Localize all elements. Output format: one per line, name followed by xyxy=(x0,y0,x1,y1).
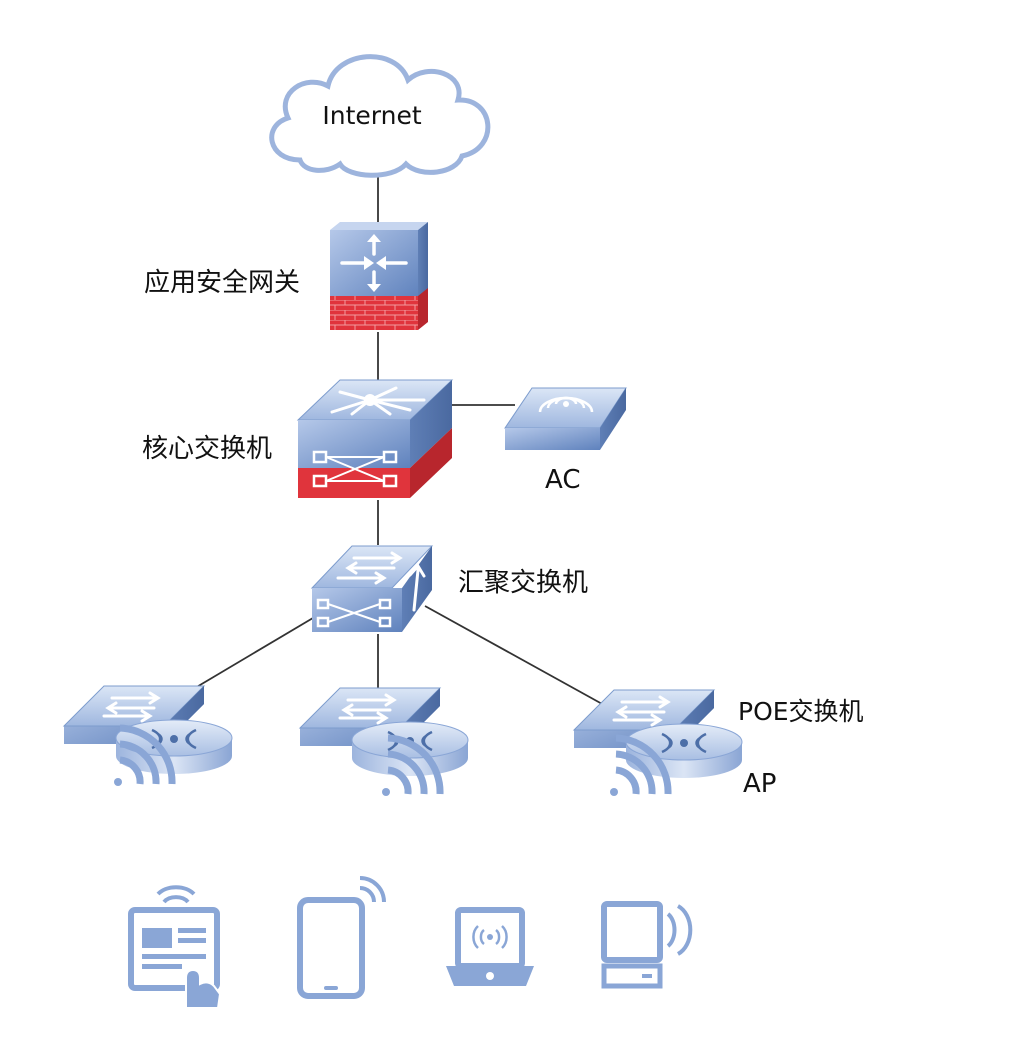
ap-label: AP xyxy=(743,769,776,799)
ac-label: AC xyxy=(545,465,580,495)
link-aggregation-poe-right xyxy=(424,605,605,706)
firewall-router-icon xyxy=(330,222,428,330)
access-point-icon xyxy=(298,686,470,778)
access-controller-icon xyxy=(504,387,627,450)
connection-lines xyxy=(194,172,605,706)
phone-icon xyxy=(297,876,386,999)
poe-switch-icon xyxy=(298,686,470,778)
aggregation-switch-icon xyxy=(310,545,434,632)
aggregation-switch-label: 汇聚交换机 xyxy=(458,568,588,598)
desktop-icon xyxy=(601,901,693,989)
core-switch-label: 核心交换机 xyxy=(142,434,272,464)
internet-label: Internet xyxy=(322,101,421,130)
gateway-label: 应用安全网关 xyxy=(144,268,300,298)
core-switch-icon xyxy=(296,379,454,498)
laptop-icon xyxy=(446,907,534,986)
poe-switch-label: POE交换机 xyxy=(738,697,864,726)
tablet-icon xyxy=(128,885,222,1009)
link-aggregation-poe-left xyxy=(194,614,319,689)
cloud-icon xyxy=(269,54,491,178)
